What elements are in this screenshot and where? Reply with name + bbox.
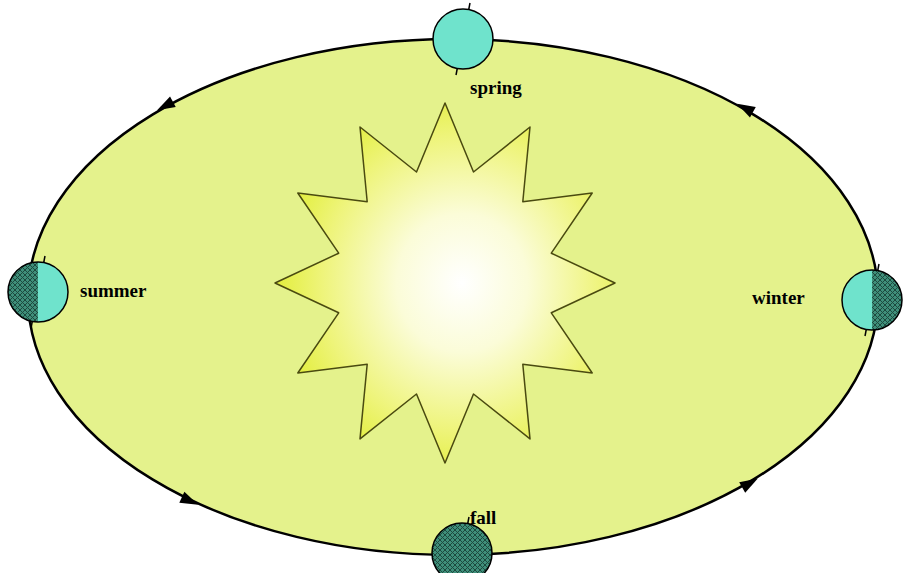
orbit-arrow — [739, 473, 761, 492]
season-label: winter — [752, 288, 805, 309]
season-label: summer — [80, 281, 146, 302]
orbit-arrow — [179, 492, 200, 510]
earth — [8, 256, 68, 328]
season-label: fall — [470, 508, 496, 529]
orbit-ellipse — [28, 39, 878, 555]
orbit-arrow — [154, 96, 176, 115]
season-label: spring — [470, 78, 522, 99]
sun — [275, 103, 615, 463]
orbit-arrow — [734, 98, 756, 117]
earth — [842, 264, 902, 336]
earth — [433, 3, 493, 75]
